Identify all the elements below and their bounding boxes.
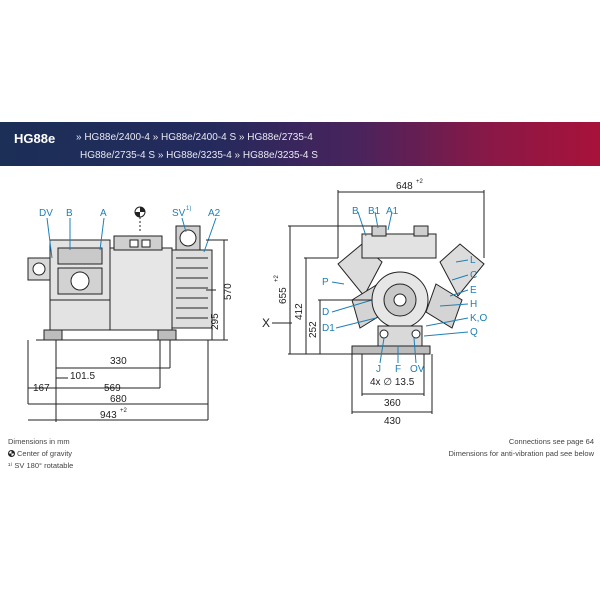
dim-430: 430 — [384, 416, 401, 427]
model-banner: HG88e » HG88e/2400-4 » HG88e/2400-4 S » … — [0, 122, 600, 166]
dim-648: 648 — [396, 181, 413, 192]
note-anti-vibration: Dimensions for anti-vibration pad see be… — [448, 449, 595, 458]
dim-570: 570 — [223, 283, 234, 300]
dim-holes: 4x ∅ 13.5 — [370, 377, 415, 388]
label-ov: OV — [410, 364, 425, 375]
label-e: E — [470, 285, 477, 296]
model-variants-line-2: HG88e/2735-4 S » HG88e/3235-4 » HG88e/32… — [80, 150, 318, 161]
label-l: L — [470, 255, 476, 266]
side-view — [27, 206, 228, 422]
dim-295: 295 — [210, 313, 221, 330]
front-view — [272, 190, 485, 414]
label-d: D — [322, 307, 329, 318]
note-dimensions-unit: Dimensions in mm — [8, 437, 70, 446]
label-d1: D1 — [322, 323, 335, 334]
compressor-side-body — [27, 225, 213, 341]
center-of-gravity-icon — [134, 206, 146, 232]
label-f: F — [395, 364, 401, 375]
note-connections: Connections see page 64 — [508, 437, 594, 446]
note-center-of-gravity-text: Center of gravity — [17, 449, 73, 458]
label-a2: A2 — [208, 208, 221, 219]
compressor-front-body — [337, 225, 485, 355]
label-a1: A1 — [386, 206, 399, 217]
footer-notes-left: Dimensions in mm Center of gravity ¹⁾ SV… — [8, 436, 73, 472]
label-a-side: A — [100, 208, 107, 219]
dim-167: 167 — [33, 383, 50, 394]
label-b-front: B — [352, 206, 359, 217]
dim-680: 680 — [110, 394, 127, 405]
label-h: H — [470, 299, 477, 310]
footer-notes-right: Connections see page 64 Dimensions for a… — [449, 436, 595, 460]
dim-252: 252 — [308, 321, 319, 338]
dim-360: 360 — [384, 398, 401, 409]
label-dv: DV — [39, 208, 53, 219]
label-c: C — [470, 270, 477, 281]
label-x: X — [262, 316, 270, 330]
label-j: J — [376, 364, 381, 375]
label-sv-footnote: 1) — [186, 206, 191, 212]
dim-101-5: 101.5 — [70, 371, 95, 382]
label-ko: K,O — [470, 313, 487, 324]
note-sv-rotatable: ¹⁾ SV 180° rotatable — [8, 461, 74, 470]
dim-330: 330 — [110, 356, 127, 367]
model-title: HG88e — [14, 131, 56, 146]
dim-648-tolerance: +2 — [416, 179, 424, 185]
label-q: Q — [470, 327, 478, 338]
label-b1: B1 — [368, 206, 381, 217]
dim-943-tolerance: +2 — [120, 408, 128, 414]
label-b-side: B — [66, 208, 73, 219]
center-of-gravity-icon — [8, 450, 15, 457]
dim-655: 655 — [278, 287, 289, 304]
dim-412: 412 — [294, 303, 305, 320]
model-variants-line-1: » HG88e/2400-4 » HG88e/2400-4 S » HG88e/… — [76, 132, 313, 143]
label-p: P — [322, 277, 329, 288]
note-center-of-gravity: Center of gravity — [8, 448, 73, 460]
dim-655-tolerance: +2 — [274, 274, 280, 282]
dim-569: 569 — [104, 383, 121, 394]
dim-943: 943 — [100, 410, 117, 421]
label-sv: SV — [172, 208, 186, 219]
